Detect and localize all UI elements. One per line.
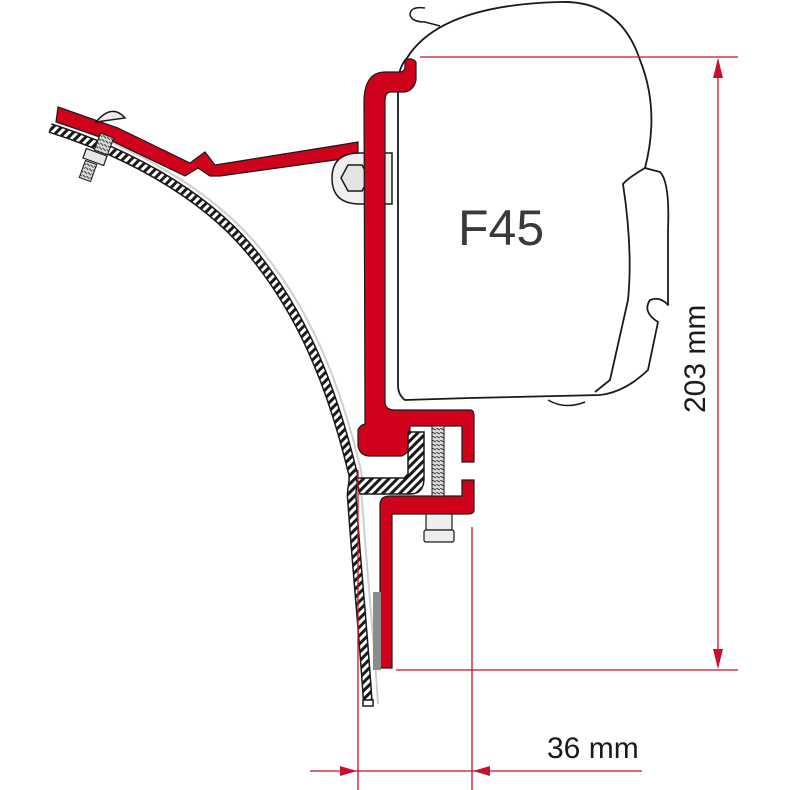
mounting-bracket [357,58,475,669]
clamp-nut [423,513,455,543]
rubber-spacer [373,592,381,670]
awning-model-label: F45 [458,200,544,256]
dimension-height: 203 mm [396,56,738,671]
roof-bolt [78,110,127,183]
awning-housing: F45 [397,1,670,407]
clamp-screw [431,425,445,497]
dimension-offset: 36 mm [310,470,642,790]
clamp-insert [355,431,425,495]
offset-dimension-label: 36 mm [547,732,639,765]
vehicle-body-panel [48,121,379,707]
height-dimension-label: 203 mm [679,305,712,413]
